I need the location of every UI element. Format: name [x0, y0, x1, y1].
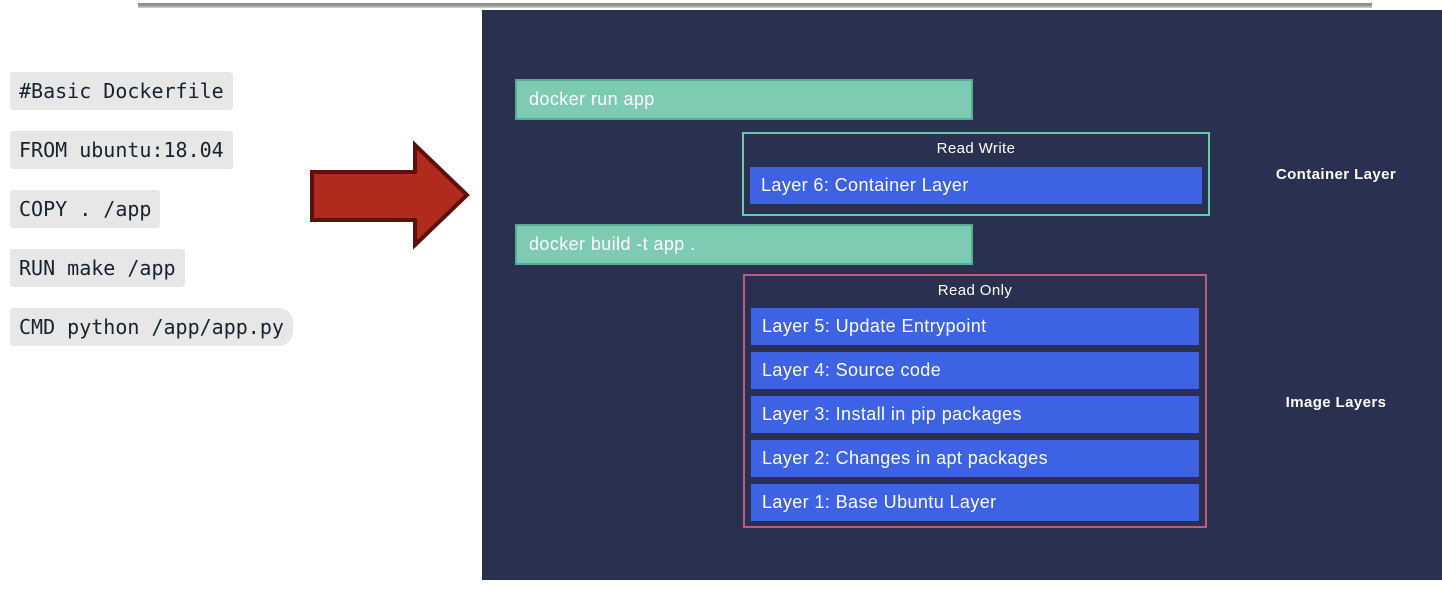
code-line-comment: #Basic Dockerfile — [10, 72, 233, 110]
code-line-cmd: CMD python /app/app.py — [10, 308, 293, 346]
code-line-run: RUN make /app — [10, 249, 185, 287]
layer-4-bar: Layer 4: Source code — [751, 352, 1199, 389]
layer-1-bar: Layer 1: Base Ubuntu Layer — [751, 484, 1199, 521]
docker-build-bar: docker build -t app . — [515, 224, 973, 265]
read-write-label: Read Write — [936, 140, 1016, 157]
diagram-panel: docker run app Read Write Layer 6: Conta… — [482, 10, 1442, 580]
layer-3-bar: Layer 3: Install in pip packages — [751, 396, 1199, 433]
read-only-box: Read Only Layer 5: Update Entrypoint Lay… — [743, 274, 1207, 528]
code-line-from: FROM ubuntu:18.04 — [10, 131, 233, 169]
code-line-copy: COPY . /app — [10, 190, 161, 228]
read-write-box: Read Write Layer 6: Container Layer — [742, 132, 1210, 216]
layer-5-bar: Layer 5: Update Entrypoint — [751, 308, 1199, 345]
image-layers-label: Image Layers — [1285, 394, 1387, 411]
arrow-right-icon — [310, 140, 470, 250]
layer-2-bar: Layer 2: Changes in apt packages — [751, 440, 1199, 477]
top-divider-line — [138, 3, 1372, 8]
layer-6-bar: Layer 6: Container Layer — [750, 167, 1202, 204]
container-layer-label: Container Layer — [1275, 166, 1397, 183]
docker-run-bar: docker run app — [515, 79, 973, 120]
read-only-label: Read Only — [937, 282, 1013, 299]
